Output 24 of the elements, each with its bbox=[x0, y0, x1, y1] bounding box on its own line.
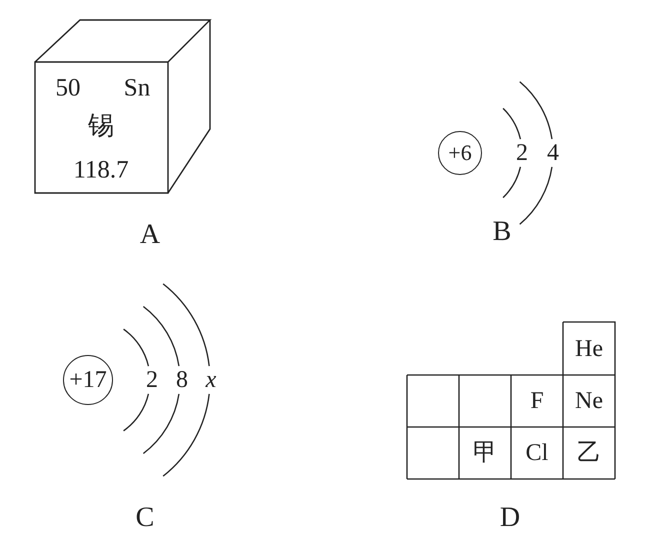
element-symbol: Ne bbox=[575, 389, 603, 413]
nucleus-circle bbox=[438, 131, 482, 175]
cell-text: 118.7 bbox=[73, 158, 129, 182]
element-symbol: He bbox=[575, 337, 603, 361]
cell-text: 50 bbox=[56, 76, 80, 100]
nuclear-charge: +17 bbox=[69, 366, 107, 394]
option-letter: A bbox=[140, 221, 160, 249]
electron-count: 8 bbox=[176, 368, 188, 392]
electron-count: 2 bbox=[146, 368, 158, 392]
electron-count: 4 bbox=[547, 141, 559, 165]
electron-count: x bbox=[206, 368, 216, 392]
element-symbol: F bbox=[530, 389, 544, 413]
option-letter: D bbox=[500, 504, 520, 532]
element-cube bbox=[35, 20, 210, 193]
element-symbol: Cl bbox=[526, 441, 548, 465]
cell-text: Sn bbox=[124, 76, 150, 100]
option-letter: C bbox=[136, 504, 154, 532]
nuclear-charge: +6 bbox=[448, 140, 472, 166]
electron-count: 2 bbox=[516, 141, 528, 165]
option-letter: B bbox=[492, 218, 512, 246]
element-symbol: 乙 bbox=[577, 441, 601, 465]
cell-text: 锡 bbox=[88, 113, 114, 139]
nucleus-circle bbox=[63, 355, 113, 405]
element-symbol: 甲 bbox=[473, 441, 497, 465]
